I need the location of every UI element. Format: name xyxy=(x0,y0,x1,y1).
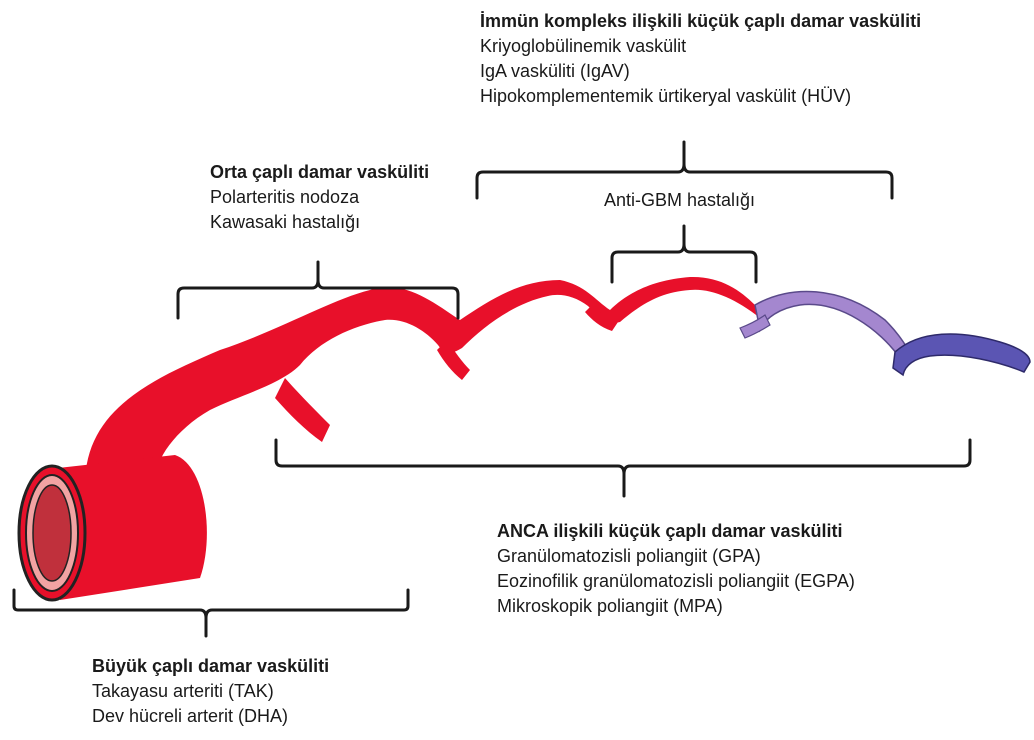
immune-complex-item: Hipokomplementemik ürtikeryal vaskülit (… xyxy=(480,84,921,109)
medium-vessel-group: Orta çaplı damar vasküliti Polarteritis … xyxy=(210,160,429,235)
branch-stub-medium xyxy=(275,378,330,442)
anca-item: Mikroskopik poliangiit (MPA) xyxy=(497,594,855,619)
vessel-arc-lilac xyxy=(755,291,910,358)
immune-complex-heading: İmmün kompleks ilişkili küçük çaplı dama… xyxy=(480,9,921,34)
bracket-antigbm xyxy=(612,226,756,282)
anca-heading: ANCA ilişkili küçük çaplı damar vaskülit… xyxy=(497,519,855,544)
medium-vessel-heading: Orta çaplı damar vasküliti xyxy=(210,160,429,185)
anca-group: ANCA ilişkili küçük çaplı damar vaskülit… xyxy=(497,519,855,619)
large-vessel-item: Takayasu arteriti (TAK) xyxy=(92,679,329,704)
anca-item: Granülomatozisli poliangiit (GPA) xyxy=(497,544,855,569)
vessel-lumen-inner xyxy=(33,485,71,581)
medium-vessel-item: Kawasaki hastalığı xyxy=(210,210,429,235)
immune-complex-group: İmmün kompleks ilişkili küçük çaplı dama… xyxy=(480,9,921,109)
branch-stub-lilac xyxy=(740,315,770,338)
immune-complex-item: Kriyoglobülinemik vaskülit xyxy=(480,34,921,59)
large-vessel-group: Büyük çaplı damar vasküliti Takayasu art… xyxy=(92,654,329,729)
large-vessel-heading: Büyük çaplı damar vasküliti xyxy=(92,654,329,679)
anti-gbm-label: Anti-GBM hastalığı xyxy=(604,188,755,213)
vessel-trunk xyxy=(85,277,760,485)
vessel-arc-blue xyxy=(893,334,1030,375)
anca-item: Eozinofilik granülomatozisli poliangiit … xyxy=(497,569,855,594)
bracket-anca xyxy=(276,440,970,496)
immune-complex-item: IgA vasküliti (IgAV) xyxy=(480,59,921,84)
large-vessel-item: Dev hücreli arterit (DHA) xyxy=(92,704,329,729)
medium-vessel-item: Polarteritis nodoza xyxy=(210,185,429,210)
